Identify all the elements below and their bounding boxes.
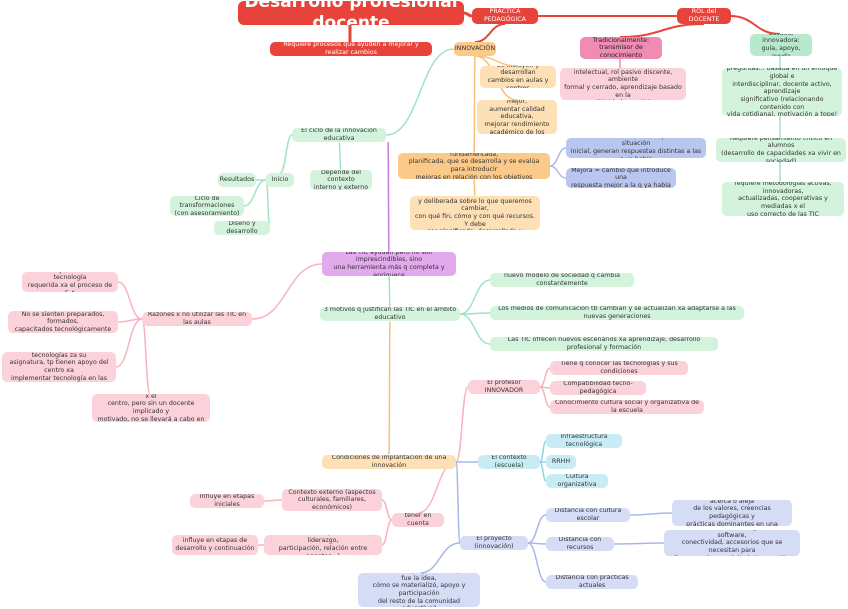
main-topic[interactable]: Desarrollo profesional docente [238, 1, 464, 25]
compatibilidad-node[interactable]: Compatibilidad tecno-pedagógica [550, 381, 646, 395]
unidireccional-node[interactable]: unidireccional, sólo formación científic… [560, 68, 686, 100]
connector-46 [455, 461, 461, 544]
conocimiento-cultura-node[interactable]: Conocimiento cultura social y organizati… [550, 400, 704, 414]
tres-motivos-node[interactable]: 3 motivos q justifican las TIC en el ámb… [320, 307, 460, 321]
connector-51 [613, 542, 665, 545]
connector-5 [729, 15, 781, 35]
se-incluyen-node[interactable]: Se incluyen y desarrollan cambios en aul… [480, 66, 556, 88]
connector-29 [459, 279, 491, 315]
connector-43 [381, 519, 393, 546]
influye-iniciales-node[interactable]: Influye en etapas iniciales [190, 494, 264, 508]
no-acceso-node[interactable]: No hay acceso a la tecnología requerida … [22, 272, 118, 292]
escuela-innovadora-node[interactable]: Escuela innovadora: guía, apoyo, ayuda [750, 34, 812, 56]
practica-pedagogica-node[interactable]: PRÁCTICA PEDAGÓGICA [472, 8, 538, 24]
contexto-escuela-node[interactable]: El contexto (escuela) [478, 455, 540, 469]
infraestructura-node[interactable]: Infraestructura tecnológica [546, 434, 622, 448]
connector-41 [417, 461, 457, 514]
connector-42 [381, 499, 393, 521]
connector-31 [459, 313, 491, 345]
no-preparados-node[interactable]: No se sienten preparados, formados, capa… [8, 311, 118, 333]
connector-17 [338, 141, 342, 171]
medida-proyecto-node[interactable]: En qué medida el proyecto se acerca o al… [672, 500, 792, 526]
cultura-organizativa-node[interactable]: Cultura organizativa [546, 474, 608, 488]
tener-en-cuenta-node[interactable]: tener en cuenta [392, 513, 444, 527]
contexto-interno-node[interactable]: Contexto interno (clima escuela, lideraz… [264, 535, 382, 555]
contexto-externo-node[interactable]: Contexto externo (aspectos culturales, f… [282, 489, 382, 511]
medios-comunicacion-node[interactable]: Los medios de comunicación tb cambian y … [490, 306, 744, 320]
connector-44 [263, 499, 283, 502]
connector-25 [117, 281, 143, 320]
tradicional-node[interactable]: Tradicionalmente: transmisor de conocimi… [580, 37, 662, 59]
distancia-recursos-node[interactable]: Distancia con recursos [546, 537, 614, 551]
connector-13 [473, 178, 476, 197]
connector-20 [243, 179, 267, 207]
rol-docente-node[interactable]: ROL del DOCENTE [677, 8, 731, 24]
connector-23 [388, 275, 391, 308]
connector-33 [455, 386, 469, 463]
connector-1 [463, 11, 473, 18]
conocer-tecnologias-node[interactable]: Tiene q conocer las tecnologías y sus co… [550, 361, 688, 375]
condiciones-node[interactable]: Condiciones de implantación de una innov… [322, 455, 456, 469]
metodologias-node[interactable]: requiere metodologías activas, innovador… [722, 182, 844, 216]
innovacion-definicion-node[interactable]: Innovacion = idea práctica (y nueva) fun… [398, 153, 550, 179]
requiere-fundamentacion-node[interactable]: Requiere una fundamentación reflexiva, c… [410, 196, 540, 230]
razones-node[interactable]: Razones x no utilizar las TIC en las aul… [142, 312, 252, 326]
connector-18 [279, 134, 293, 174]
connector-28 [141, 318, 151, 395]
nuevo-modelo-node[interactable]: nuevo modelo de sociedad q cambia consta… [490, 273, 634, 287]
rrhh-node[interactable]: RRHH [546, 455, 576, 469]
diseno-desarrollo-node[interactable]: Diseño y desarrollo [214, 221, 270, 235]
innovacion-node[interactable]: INNOVACIÓN [454, 42, 496, 56]
aprendizaje-experiencias-node[interactable]: aprendizaje con experiencias, problemas,… [722, 68, 842, 116]
connector-36 [539, 386, 551, 408]
connector-14 [549, 147, 567, 167]
ciclo-innovacion-node[interactable]: El ciclo de la innovación educativa [292, 128, 386, 142]
requiere-procesos-node[interactable]: Requiere procesos que ayuden a mejorar y… [270, 42, 432, 56]
no-utiles-node[interactable]: No consideran útiles las tecnologías za … [2, 352, 116, 382]
connector-15 [549, 165, 567, 179]
ciclo-transformaciones-node[interactable]: Ciclo de transformaciones (con asesorami… [170, 196, 244, 216]
influye-desarrollo-node[interactable]: influye en etapas de desarrollo y contin… [172, 535, 258, 555]
que-motivo-node[interactable]: Qué motivó el proyecto? de quién fue la … [358, 573, 480, 607]
connector-24 [251, 263, 323, 320]
connector-47 [527, 514, 547, 544]
connector-12 [473, 55, 476, 154]
connector-27 [115, 318, 143, 368]
mejora-node[interactable]: Mejora = cambio que introduce una respue… [566, 168, 676, 188]
inicio-node[interactable]: Inicio [266, 173, 294, 187]
cantidad-tecnologia-node[interactable]: Cantidad de nueva tecnología hardware, s… [664, 530, 800, 556]
connector-2 [474, 23, 506, 43]
tic-ofrecen-node[interactable]: Las TIC ofrecen nuevos escenarios xa apr… [490, 337, 718, 351]
finalidad-node[interactable]: Finalidad: Enseñar mejor, aumentar calid… [477, 100, 557, 134]
connector-52 [419, 542, 461, 574]
connector-32 [388, 320, 391, 456]
pensamiento-critico-node[interactable]: Requiere pensamiento crítico en alumnos … [716, 138, 846, 162]
connector-4 [619, 23, 705, 38]
connector-16 [385, 48, 455, 136]
connector-22 [387, 141, 390, 253]
cambio-node[interactable]: Cambio + modificaciones q alteran la sit… [566, 138, 706, 158]
connector-49 [527, 542, 547, 583]
connector-50 [629, 512, 673, 516]
distancia-cultura-node[interactable]: Distancia con cultura escolar [546, 508, 630, 522]
resultados-node[interactable]: Resultados [218, 173, 256, 187]
distancia-practicas-node[interactable]: Distancia con prácticas actuales [546, 575, 638, 589]
innovacion-promovida-node[interactable]: La innovación debe ser promovida x el ce… [92, 394, 210, 422]
proyecto-innovacion-node[interactable]: El proyecto (innovación) [460, 536, 528, 550]
tic-ayudan-node[interactable]: Las TIC ayudan pero no son imprescindibl… [322, 252, 456, 276]
depende-contexto-node[interactable]: Depende del contexto interno y externo [310, 170, 372, 190]
connector-40 [539, 461, 547, 482]
profesor-innovador-node[interactable]: El profesor INNOVADOR [468, 380, 540, 394]
connector-34 [539, 367, 551, 388]
